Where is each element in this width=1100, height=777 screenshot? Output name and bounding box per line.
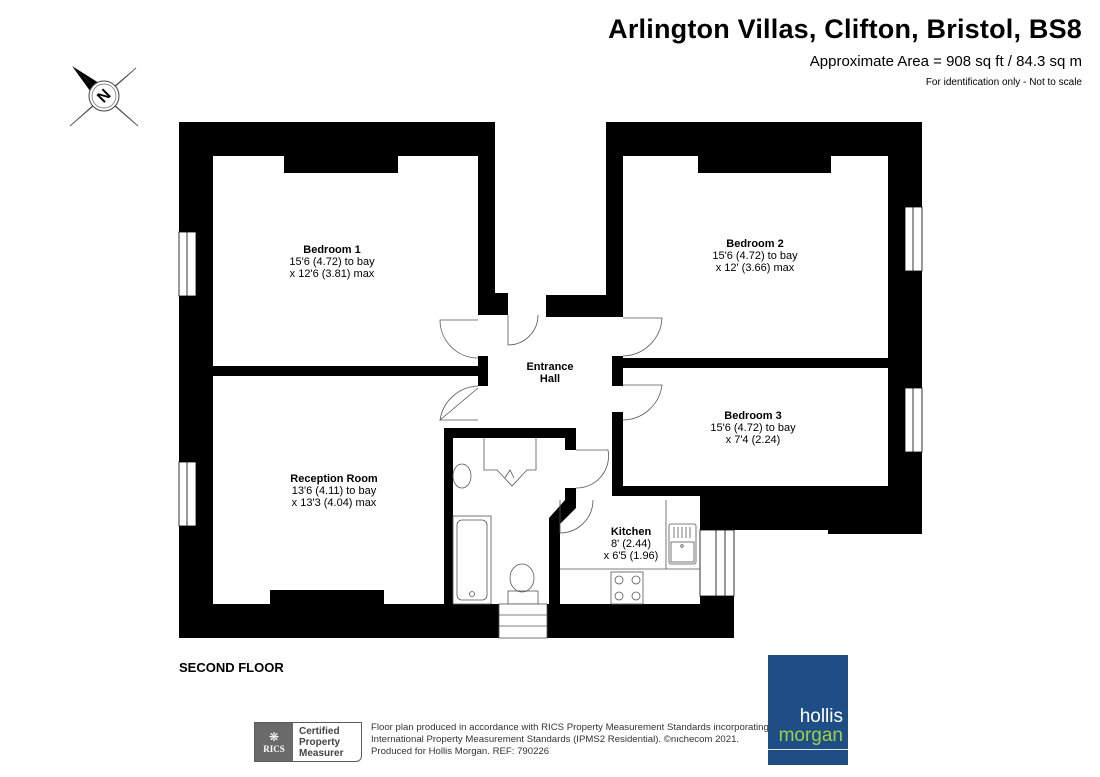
room-dimension: 15'6 (4.72) to bay — [289, 256, 375, 268]
room-dimension: 8' (2.44) — [610, 538, 651, 550]
rics-cert-text: Certified Property Measurer — [293, 723, 343, 761]
footnote-line: International Property Measurement Stand… — [371, 734, 740, 745]
footnote: Floor plan produced in accordance with R… — [371, 722, 769, 758]
walls — [179, 122, 922, 638]
approximate-area: Approximate Area = 908 sq ft / 84.3 sq m — [809, 53, 1082, 70]
kitchen-fixtures — [560, 500, 700, 605]
rics-line: Measurer — [299, 747, 344, 759]
room-name: Entrance — [526, 361, 574, 373]
room-dimension: x 12'6 (3.81) max — [289, 268, 375, 280]
room-dimension: 15'6 (4.72) to bay — [712, 250, 798, 262]
room-dimension: x 12' (3.66) max — [715, 262, 795, 274]
room-kitchen: Kitchen 8' (2.44) x 6'5 (1.96) — [604, 526, 659, 562]
room-reception: Reception Room 13'6 (4.11) to bay x 13'3… — [290, 473, 377, 509]
room-name: Bedroom 3 — [724, 410, 782, 422]
compass-rose-icon: N — [66, 60, 142, 132]
room-name: Bedroom 2 — [726, 238, 784, 250]
room-dimension: x 7'4 (2.24) — [725, 434, 781, 446]
hollis-morgan-logo: hollis morgan — [768, 655, 848, 765]
room-name: Reception Room — [290, 473, 378, 485]
room-entrance-hall: Entrance Hall — [526, 361, 573, 385]
rics-badge-text: RICS — [263, 743, 285, 754]
bathroom-fixtures — [452, 438, 548, 639]
room-bedroom-1: Bedroom 1 15'6 (4.72) to bay x 12'6 (3.8… — [289, 244, 374, 280]
room-dimension: 15'6 (4.72) to bay — [710, 422, 796, 434]
room-dimension: 13'6 (4.11) to bay — [291, 485, 377, 497]
footnote-line: Floor plan produced in accordance with R… — [371, 722, 769, 733]
rics-line: Property — [299, 736, 341, 748]
rics-line: Certified — [299, 725, 340, 737]
floor-label: SECOND FLOOR — [179, 660, 284, 675]
room-dimension: x 6'5 (1.96) — [603, 550, 659, 562]
logo-text-morgan: morgan — [778, 725, 843, 746]
room-bedroom-3: Bedroom 3 15'6 (4.72) to bay x 7'4 (2.24… — [710, 410, 795, 446]
rics-logo: ❋ RICS — [255, 723, 293, 761]
room-name: Hall — [539, 373, 561, 385]
rics-certified-badge: ❋ RICS Certified Property Measurer — [254, 722, 362, 762]
windows — [178, 173, 923, 597]
room-name: Kitchen — [610, 526, 652, 538]
logo-text-hollis: hollis — [799, 706, 843, 727]
room-bedroom-2: Bedroom 2 15'6 (4.72) to bay x 12' (3.66… — [712, 238, 797, 274]
room-name: Bedroom 1 — [303, 244, 361, 256]
property-title: Arlington Villas, Clifton, Bristol, BS8 — [608, 14, 1082, 44]
lion-crest-icon: ❋ — [268, 729, 280, 744]
logo-divider — [768, 749, 848, 750]
doors — [439, 314, 663, 534]
room-dimension: x 13'3 (4.04) max — [291, 497, 377, 509]
footnote-line: Produced for Hollis Morgan. REF: 790226 — [371, 746, 550, 757]
disclaimer: For identification only - Not to scale — [925, 77, 1082, 88]
